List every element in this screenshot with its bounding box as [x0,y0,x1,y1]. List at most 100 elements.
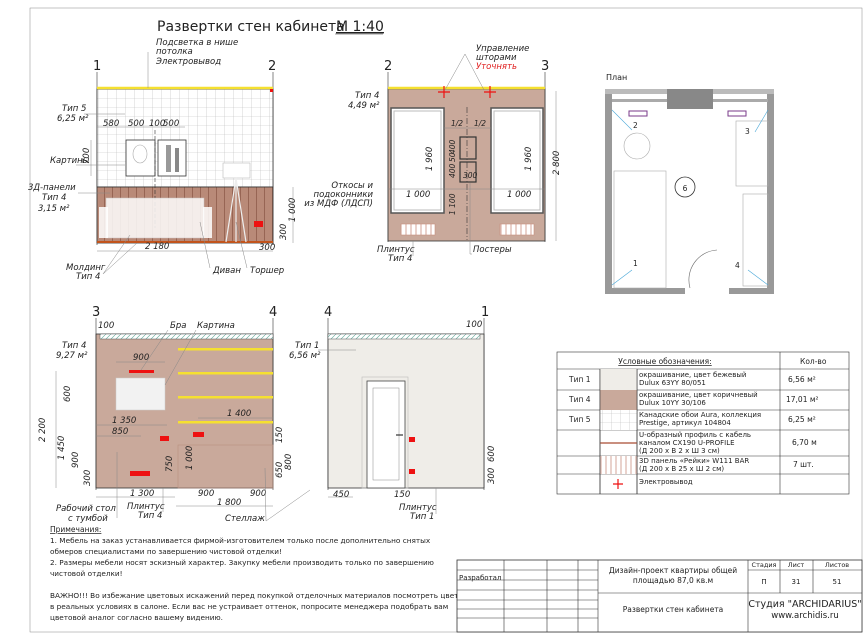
desk-plan [735,120,769,187]
axis-label: 3 [92,305,100,320]
studio-website: www.archidis.ru [771,611,839,621]
shelving-plan [742,193,769,287]
note-label: Электровывод [155,57,221,67]
power-outlet-marker [438,86,450,98]
desk-label: Рабочий стол [56,504,116,514]
legend-desc: Prestige, артикул 104804 [639,419,731,427]
view-marker: 4 [735,261,740,270]
molding-label: Тип 4 [76,272,100,282]
notes: Примечания: 1. Мебель на заказ устанавли… [50,525,459,622]
legend-desc: Электровывод [639,478,693,486]
legend-desc: U-образный профиль с кабель [639,431,751,439]
dimension: 400 [448,139,457,154]
dimension: 1 400 [227,409,251,419]
sheet-frame [29,7,863,633]
room-number-circle [674,176,696,198]
dimension: 300 [279,224,289,240]
world-map-painting [115,377,166,411]
dimension: 2 180 [145,242,169,252]
shelving-cabinet [177,444,274,489]
elevation-4-1: 4 1 Тип 1 6,56 м² 100 600 300 450 150 Пл… [289,305,497,522]
socket-marker [193,432,204,437]
project-title: Дизайн-проект квартиры общей [609,566,737,575]
slopes-label: подоконники [314,190,374,200]
socket-marker [409,469,415,474]
legend-desc: (Д 200 x В 2 x Ш 3 см) [639,447,720,455]
window-pier [667,89,713,109]
sheet-header: Лист [788,561,805,569]
stage-value: П [761,578,766,586]
sofa-plan [613,170,667,289]
curtain-note-red: Уточнять [476,62,517,72]
wall-type4 [95,333,274,489]
socket-marker [254,221,263,227]
axis-label: 4 [269,305,277,320]
note-label: потолка [156,47,193,57]
plinth-label: Тип 1 [410,512,434,522]
note-line: чистовой отделки! [50,569,123,578]
power-outlet-symbol [613,479,623,489]
axis-label: 2 [384,59,392,74]
dimension: 1 350 [112,416,136,426]
finish-label: Тип 5 [62,104,86,114]
axis-label: 2 [268,59,276,74]
dimension: 150 [275,427,285,443]
legend-qty: 6,70 м [792,438,817,447]
dimension: 1 800 [217,498,241,508]
elevation-3-4: 3 4 100 Бра Картина Тип 4 9,27 м² 900 60… [38,305,311,524]
lamp-label: Торшер [250,266,284,276]
sconce-label: Бра [170,321,186,331]
sofa-label: Диван [212,266,241,276]
dimension: 300 [83,470,93,486]
dimension: 300 [463,171,478,180]
legend-desc: окрашивание, цвет бежевый [639,371,746,379]
painting-label: Картина [197,321,235,331]
dimension: 1 000 [406,190,430,200]
legend-desc: Dulux 10YY 30/106 [639,399,706,407]
dimension: 750 [165,456,175,472]
dimension: 600 [63,386,73,402]
legend-desc: 3D панель «Рейки» W111 BAR [639,457,749,465]
plan-title: План [606,73,627,82]
floor-lamp-shade [222,162,251,179]
socket-marker [130,471,150,476]
finish-area: 4,49 м² [348,101,380,111]
dimension: 850 [112,427,128,437]
studio-name: Студия "ARCHIDARIUS" [748,599,861,610]
dimension: 300 [259,243,275,253]
dimension: 1 000 [507,190,531,200]
window-left [390,107,445,214]
dimension: 900 [250,489,266,499]
note-line: в реальных условиях в салоне. Если вас н… [50,602,448,611]
dimension: 700 [82,148,92,164]
curtain-label: Управление [476,44,529,54]
view-marker: 1 [633,259,638,268]
picture-balloon [125,139,156,177]
legend-qty: 6,56 м² [788,375,816,384]
legend-qty: 7 шт. [793,460,814,469]
sheets-header: Листов [825,561,849,569]
shelving-label: Стеллаж [225,514,265,524]
sheets-value: 51 [833,578,842,586]
finish-label: Тип 4 [62,341,86,351]
wall-type1 [327,333,485,489]
window-right [490,107,544,214]
slopes-label: Откосы и [331,181,373,191]
plinth-label: Плинтус [127,502,165,512]
curtain-label: шторами [476,53,517,63]
panels-label: Тип 4 [42,193,66,203]
elevation-2-3: 2 3 Управление шторами Уточнять Тип 4 4,… [304,44,562,264]
note-line: обмеров специалистами по завершению чист… [50,547,282,556]
dimension: 1 960 [425,147,435,171]
axis-label: 1 [481,305,489,320]
molding-label: Молдинг [66,263,106,273]
plinth-label: Тип 4 [138,511,162,521]
picture-tower [157,139,187,177]
socket-marker [409,437,415,442]
dimension: 1/2 [474,119,486,128]
finish-area: 6,56 м² [289,351,321,361]
door-swing [688,249,718,289]
page-title: Развертки стен кабинета [157,19,345,35]
